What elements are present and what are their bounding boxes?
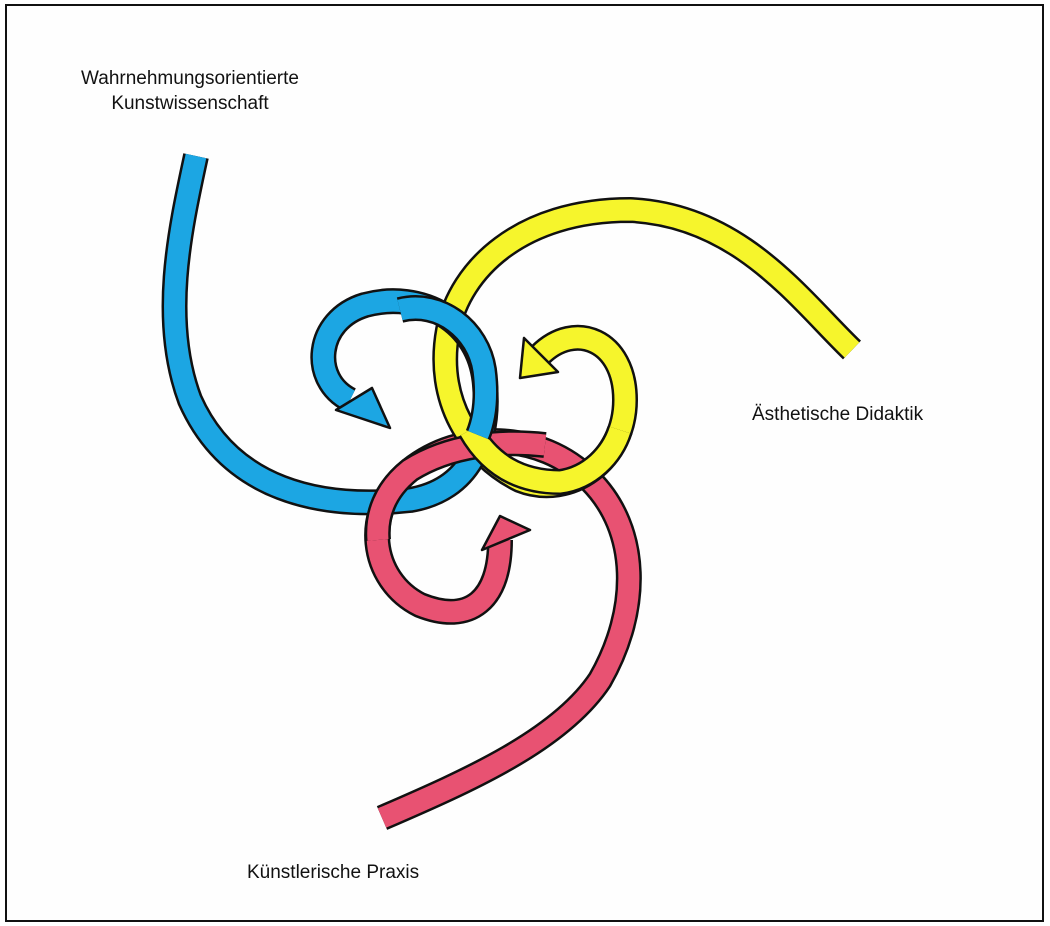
blue-arrowhead [334, 386, 392, 430]
red-crossing-fill [367, 432, 547, 541]
yellow-band [432, 197, 862, 499]
blue-band [161, 153, 499, 516]
blue-over-yellow-crossing [396, 295, 499, 440]
yellow-band-fill [434, 199, 860, 496]
label-blue-line1: Wahrnehmungsorientierte [81, 68, 299, 89]
blue-band-fill [163, 153, 497, 513]
label-wahrnehmungsorientierte-kunstwissenschaft: Wahrnehmungsorientierte Kunstwissenschaf… [64, 66, 316, 116]
blue-crossing-fill [397, 297, 497, 439]
label-kuenstlerische-praxis: Künstlerische Praxis [247, 862, 420, 883]
label-blue-line2: Kunstwissenschaft [111, 93, 269, 114]
yellow-crossing-fill [460, 424, 630, 493]
red-over-blue-crossing [364, 430, 547, 542]
yellow-over-red-crossing [458, 423, 633, 495]
yellow-arrowhead [518, 336, 560, 380]
label-aesthetische-didaktik: Ästhetische Didaktik [752, 404, 924, 425]
red-arrowhead [480, 514, 532, 552]
